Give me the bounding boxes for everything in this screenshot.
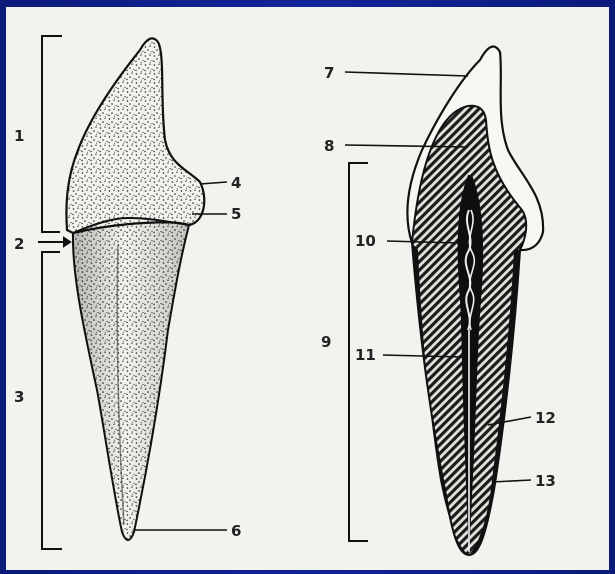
label-3: 3 <box>14 388 24 406</box>
bracket-root <box>42 252 62 549</box>
section-tooth <box>407 47 543 555</box>
bracket-crown <box>42 36 62 232</box>
label-12: 12 <box>535 409 556 427</box>
label-10: 10 <box>355 232 376 250</box>
label-2: 2 <box>14 235 24 253</box>
label-5: 5 <box>231 205 241 223</box>
label-4: 4 <box>231 174 241 192</box>
label-11: 11 <box>355 346 376 364</box>
label-8: 8 <box>324 137 334 155</box>
label-1: 1 <box>14 127 24 145</box>
external-tooth <box>66 38 204 540</box>
tooth-crown <box>66 38 204 233</box>
label-7: 7 <box>324 64 334 82</box>
neck-arrows <box>38 238 70 246</box>
label-6: 6 <box>231 522 241 540</box>
label-9: 9 <box>321 333 331 351</box>
label-13: 13 <box>535 472 556 490</box>
